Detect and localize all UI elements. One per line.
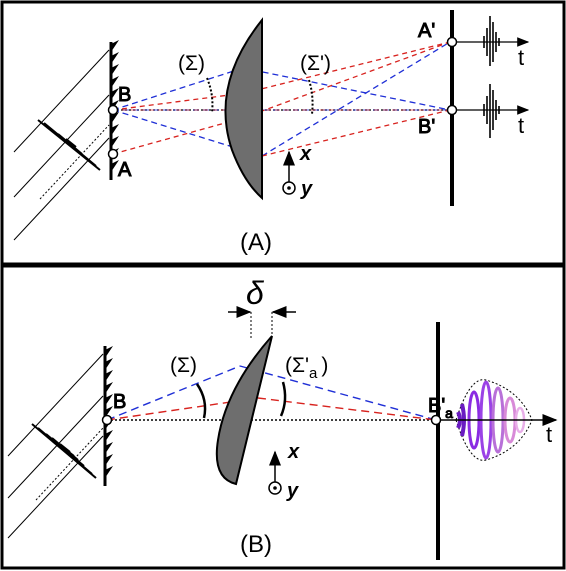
label-sigma-prime: (Σ') bbox=[300, 52, 331, 75]
caption-panel-a: (A) bbox=[240, 229, 272, 256]
point-b-marker-b bbox=[101, 414, 113, 426]
label-axis-x-a: x bbox=[299, 143, 312, 165]
wavefront-arcs-b bbox=[195, 381, 287, 419]
label-image-a: A' bbox=[418, 20, 435, 42]
label-time-bottom: t bbox=[518, 113, 524, 138]
caption-panel-b: (B) bbox=[240, 531, 272, 558]
image-b-marker bbox=[446, 104, 458, 116]
wavefront-arcs bbox=[206, 77, 314, 115]
lens-b bbox=[215, 335, 273, 486]
label-sigma: (Σ) bbox=[178, 52, 205, 75]
ray-paths bbox=[112, 41, 451, 157]
coordinate-axes-a bbox=[282, 150, 296, 195]
label-axis-x-b: x bbox=[287, 441, 300, 463]
label-time-top: t bbox=[518, 45, 524, 70]
label-image-b-b: B'a bbox=[428, 395, 453, 421]
point-b-marker bbox=[107, 104, 119, 116]
incident-beam-lines bbox=[13, 49, 110, 241]
label-delta: δ bbox=[246, 275, 265, 311]
label-time-b: t bbox=[546, 422, 552, 447]
label-point-b: B bbox=[118, 84, 131, 106]
label-axis-y-b: y bbox=[286, 480, 299, 502]
incident-pulse bbox=[37, 119, 101, 171]
output-pulse-bottom bbox=[483, 84, 500, 138]
image-a-marker bbox=[446, 36, 458, 48]
label-point-a: A bbox=[118, 159, 132, 181]
label-image-b: B' bbox=[418, 116, 435, 138]
panel-b-frame bbox=[0, 264, 566, 570]
coordinate-axes-b bbox=[268, 450, 282, 495]
lens-a bbox=[224, 17, 263, 201]
label-sigma-a: (Σ'a) bbox=[285, 354, 328, 382]
panel-a-frame bbox=[0, 0, 566, 266]
label-point-b-b: B bbox=[113, 391, 126, 413]
panel-b: δ B B'a (Σ) (Σ'a) x y t (B) bbox=[0, 264, 566, 570]
delta-indicator bbox=[228, 306, 296, 340]
output-pulse-top bbox=[483, 16, 500, 66]
panel-a: B A A' B' (Σ) (Σ') x y t t (A) bbox=[0, 0, 566, 266]
ray-paths-b bbox=[106, 365, 437, 421]
label-sigma-b: (Σ) bbox=[170, 354, 197, 377]
incident-beam-lines-b bbox=[7, 353, 104, 539]
incident-pulse-b bbox=[31, 423, 97, 479]
label-sigma-a-sub: a bbox=[309, 365, 318, 382]
label-image-b-sub: a bbox=[445, 405, 453, 421]
point-a-marker bbox=[107, 148, 119, 160]
label-axis-y-a: y bbox=[300, 178, 313, 200]
